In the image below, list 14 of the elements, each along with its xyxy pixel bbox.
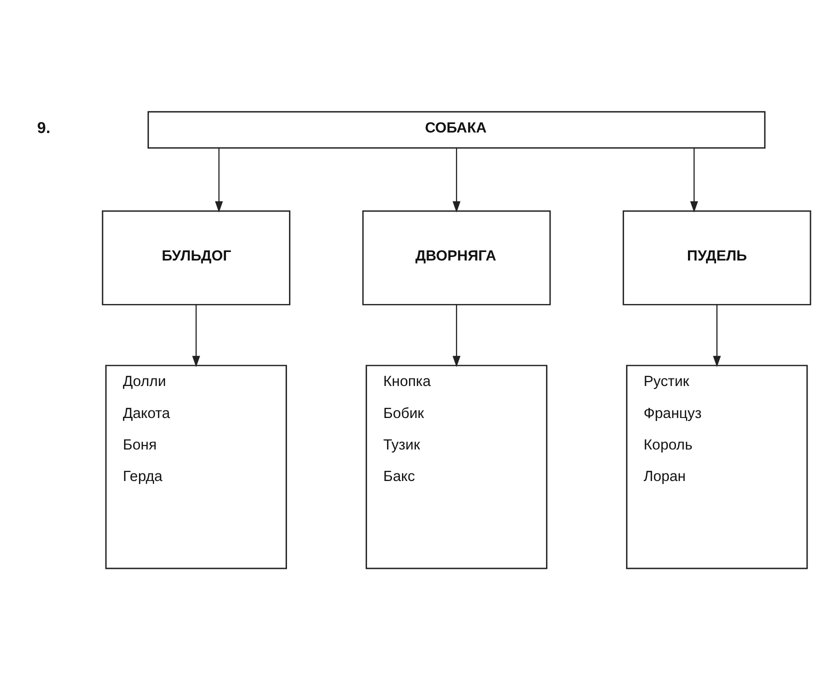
label: 9. — [36, 120, 50, 137]
node-box: СОБАКА — [147, 111, 766, 149]
arrow — [690, 148, 698, 213]
node-box: Долли Дакота Боня Герда — [104, 364, 286, 570]
node-box: БУЛЬДОГ — [101, 210, 290, 306]
node-box: ПУДЕЛЬ — [622, 210, 811, 306]
arrow — [452, 304, 460, 368]
node-box: Кнопка Бобик Тузик Бакс — [365, 364, 547, 570]
arrow — [452, 148, 460, 213]
arrow — [214, 148, 222, 213]
arrow — [192, 304, 200, 368]
node-box: Рустик Француз Король Лоран — [626, 364, 808, 570]
arrow — [712, 304, 720, 368]
node-box: ДВОРНЯГА — [362, 210, 550, 306]
